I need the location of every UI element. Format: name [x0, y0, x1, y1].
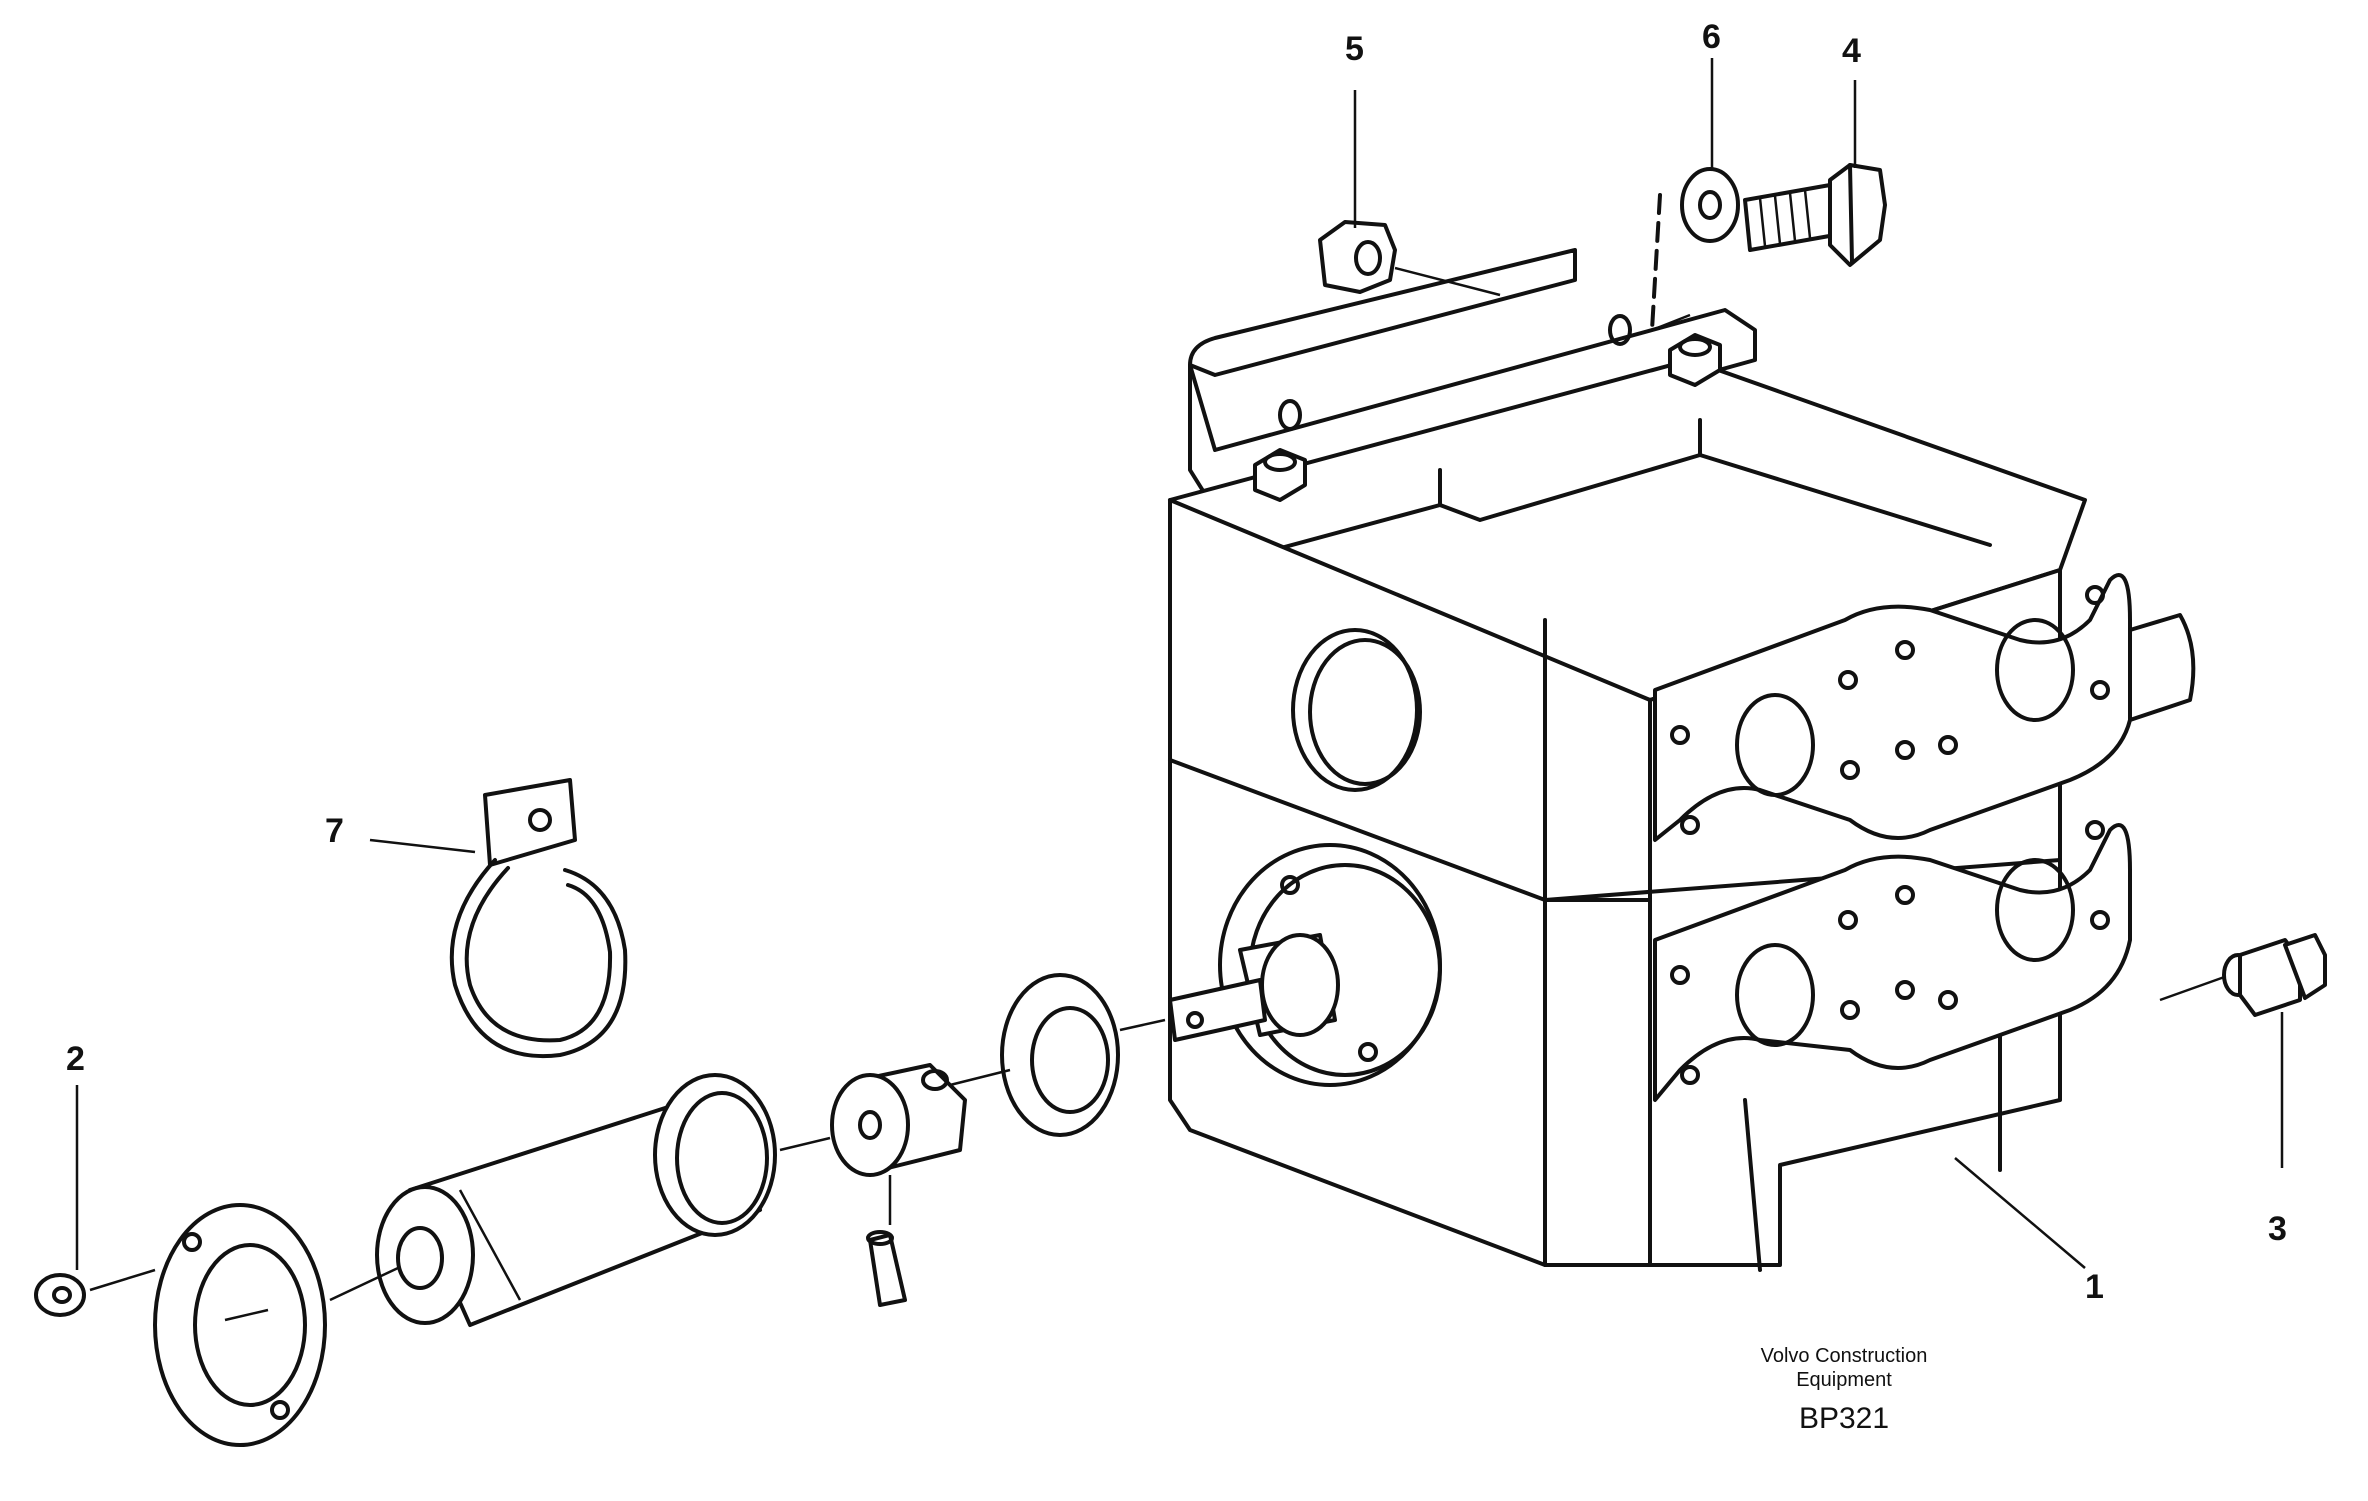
- drawing-code: BP321: [1799, 1402, 1889, 1435]
- circlip-part-7: [449, 778, 628, 1059]
- seal-ring: [949, 973, 1166, 1137]
- hex-bolt-part-4: [1743, 163, 1887, 267]
- fitting-part-3: [2159, 933, 2327, 1017]
- callout-7: 7: [325, 812, 344, 850]
- shaft-tube: [375, 1073, 777, 1327]
- leader-lines: [75, 58, 2284, 1270]
- credit-line-1: Volvo Construction: [1761, 1345, 1928, 1367]
- small-washer-part-2: [34, 1268, 156, 1317]
- flange-nut-part-5: [1318, 220, 1501, 297]
- callout-4: 4: [1842, 32, 1861, 70]
- coupling-sleeve: [779, 1063, 967, 1307]
- flange-cover: [153, 1203, 399, 1447]
- credit-line-2: Equipment: [1796, 1369, 1892, 1391]
- callout-2: 2: [66, 1040, 85, 1078]
- valve-block-housing: [1168, 248, 2196, 1272]
- callout-3: 3: [2268, 1210, 2287, 1248]
- callout-1: 1: [2085, 1268, 2104, 1306]
- callout-5: 5: [1345, 30, 1364, 68]
- callout-6: 6: [1702, 18, 1721, 56]
- washer-part-6: [1650, 167, 1740, 332]
